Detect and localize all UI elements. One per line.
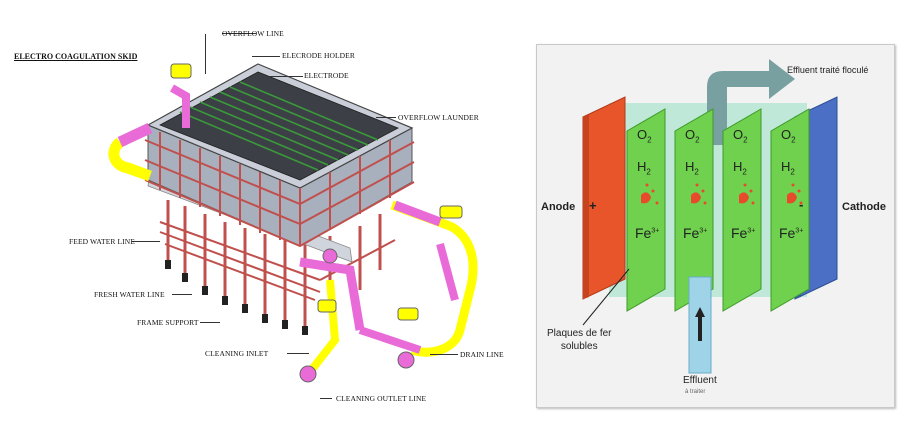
label-h2-3: H2 bbox=[733, 159, 747, 177]
label-o2-4: O2 bbox=[781, 127, 796, 145]
label-feed-water-line: FEED WATER LINE bbox=[69, 237, 135, 246]
label-fresh-water-line: FRESH WATER LINE bbox=[94, 290, 165, 299]
label-h2-1: H2 bbox=[637, 159, 651, 177]
label-o2-1: O2 bbox=[637, 127, 652, 145]
leader-overflow-line bbox=[222, 33, 256, 34]
overflow-valve bbox=[170, 63, 192, 79]
label-plates: Plaques de fer solubles bbox=[547, 328, 612, 352]
iron-plates bbox=[626, 108, 810, 312]
label-h2-2: H2 bbox=[685, 159, 699, 177]
skid-drawing bbox=[108, 63, 478, 383]
label-fe-1: Fe3+ bbox=[635, 225, 660, 241]
plates-pointer bbox=[582, 268, 630, 326]
label-o2-3: O2 bbox=[733, 127, 748, 145]
inlet-arrow bbox=[695, 307, 705, 341]
label-effluent-in: Effluent bbox=[683, 375, 717, 386]
label-fe-4: Fe3+ bbox=[779, 225, 804, 241]
magenta-pipe-drain bbox=[299, 257, 365, 331]
cell-drawing bbox=[582, 59, 838, 374]
skid-title: ELECTRO COAGULATION SKID bbox=[14, 52, 138, 61]
cell-diagram: Effluent traité floculé Anode + - Cathod… bbox=[536, 44, 895, 408]
label-o2-2: O2 bbox=[685, 127, 700, 145]
label-effluent-out: Effluent traité floculé bbox=[787, 65, 869, 75]
label-plus: + bbox=[589, 198, 597, 213]
label-overflow-launder: OVERFLOW LAUNDER bbox=[398, 113, 479, 122]
label-electrode-holder: ELECRODE HOLDER bbox=[282, 51, 355, 60]
yellow-pipe-left bbox=[108, 137, 152, 182]
label-frame-support: FRAME SUPPORT bbox=[137, 318, 199, 327]
label-electrode: ELECTRODE bbox=[304, 71, 349, 80]
label-minus: - bbox=[799, 197, 804, 212]
label-fe-3: Fe3+ bbox=[731, 225, 756, 241]
yellow-pipe-right bbox=[390, 200, 478, 357]
label-cathode: Cathode bbox=[842, 201, 886, 213]
label-cleaning-outlet-line: CLEANING OUTLET LINE bbox=[336, 394, 427, 403]
label-anode: Anode bbox=[541, 201, 576, 213]
label-drain-line: DRAIN LINE bbox=[460, 350, 504, 359]
label-overflow-line: OVERFLOW LINE bbox=[222, 29, 284, 38]
outlet-arrow bbox=[707, 59, 795, 145]
skid-diagram: ELECTRO COAGULATION SKID bbox=[14, 29, 504, 403]
label-effluent-in-sub: à traiter bbox=[685, 389, 706, 395]
tank-frame bbox=[144, 132, 415, 248]
label-cleaning-inlet: CLEANING INLET bbox=[205, 349, 269, 358]
electrode-plates bbox=[179, 81, 379, 171]
label-h2-4: H2 bbox=[781, 159, 795, 177]
label-fe-2: Fe3+ bbox=[683, 225, 708, 241]
floc-particles bbox=[641, 183, 803, 205]
cleaning-outlet-flange bbox=[299, 365, 317, 383]
frame-feet bbox=[165, 260, 308, 335]
